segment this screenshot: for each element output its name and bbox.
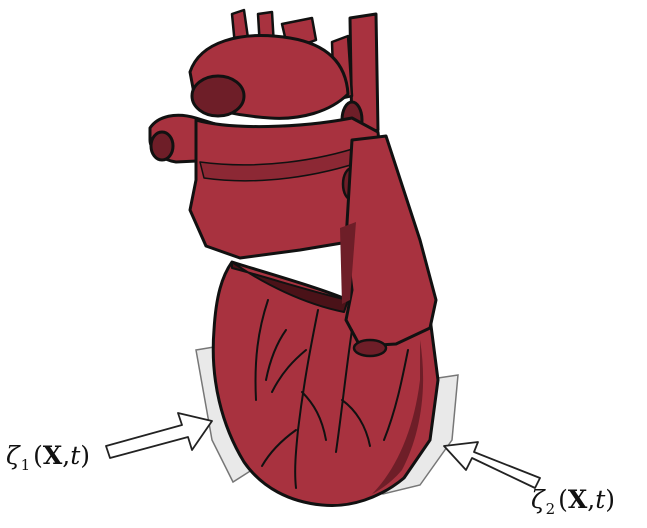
zeta-1-subscript: 1 (21, 456, 31, 474)
aorta-opening (192, 76, 244, 116)
zeta-2-open-paren: ( (558, 485, 568, 514)
left-arrow (106, 413, 212, 458)
zeta-2-close-paren: ) (605, 485, 615, 514)
right-arrow (444, 442, 540, 488)
zeta-1-label: ζ1(X,t) (6, 443, 90, 468)
pulmonary-opening (151, 132, 173, 160)
zeta-2-position-var: X (568, 485, 587, 514)
zeta-1-time-var: t (70, 441, 80, 470)
zeta-2-label: ζ2(X,t) (531, 487, 615, 512)
zeta-2-subscript: 2 (546, 500, 556, 518)
zeta-1-position-var: X (43, 441, 62, 470)
zeta-1-open-paren: ( (33, 441, 43, 470)
zeta-1-close-paren: ) (80, 441, 90, 470)
zeta-2-symbol: ζ (531, 485, 545, 514)
zeta-2-time-var: t (595, 485, 605, 514)
right-atrium (346, 136, 436, 346)
zeta-1-symbol: ζ (6, 441, 20, 470)
vena-opening (354, 340, 386, 356)
